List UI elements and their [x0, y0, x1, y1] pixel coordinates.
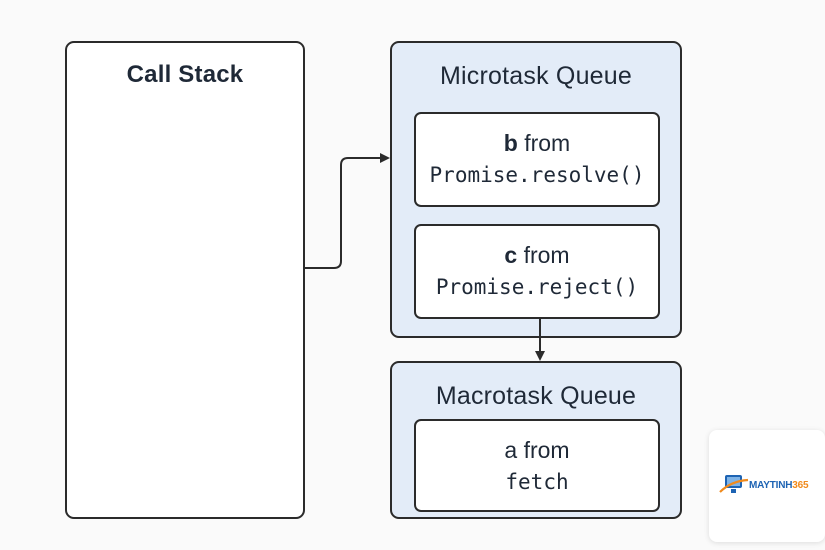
task-source: Promise.resolve() [429, 163, 645, 187]
macrotask-queue-title: Macrotask Queue [435, 382, 637, 410]
macrotask-queue-box: Macrotask Queue a from fetch [390, 361, 682, 519]
monitor-swoosh-icon [719, 475, 749, 493]
task-name: c [504, 242, 518, 268]
watermark-logo: MAYTINH365 [709, 430, 825, 542]
microtask-queue-title: Microtask Queue [440, 62, 632, 90]
task-source: fetch [505, 470, 569, 494]
task-from: from [523, 437, 570, 463]
call-stack-box: Call Stack [65, 41, 305, 519]
task-source: Promise.reject() [435, 275, 639, 299]
task-from: from [524, 130, 571, 156]
macrotask-item-a: a from fetch [414, 419, 660, 512]
microtask-item-c: c from Promise.reject() [414, 224, 660, 319]
logo-text: MAYTINH365 [749, 480, 809, 491]
task-name: b [503, 130, 518, 156]
task-from: from [523, 242, 570, 268]
microtask-item-b: b from Promise.resolve() [414, 112, 660, 207]
microtask-queue-box: Microtask Queue b from Promise.resolve()… [390, 41, 682, 338]
call-stack-title: Call Stack [126, 61, 244, 88]
call-stack-to-microtask-arrow [305, 153, 390, 269]
task-name: a [504, 437, 518, 463]
